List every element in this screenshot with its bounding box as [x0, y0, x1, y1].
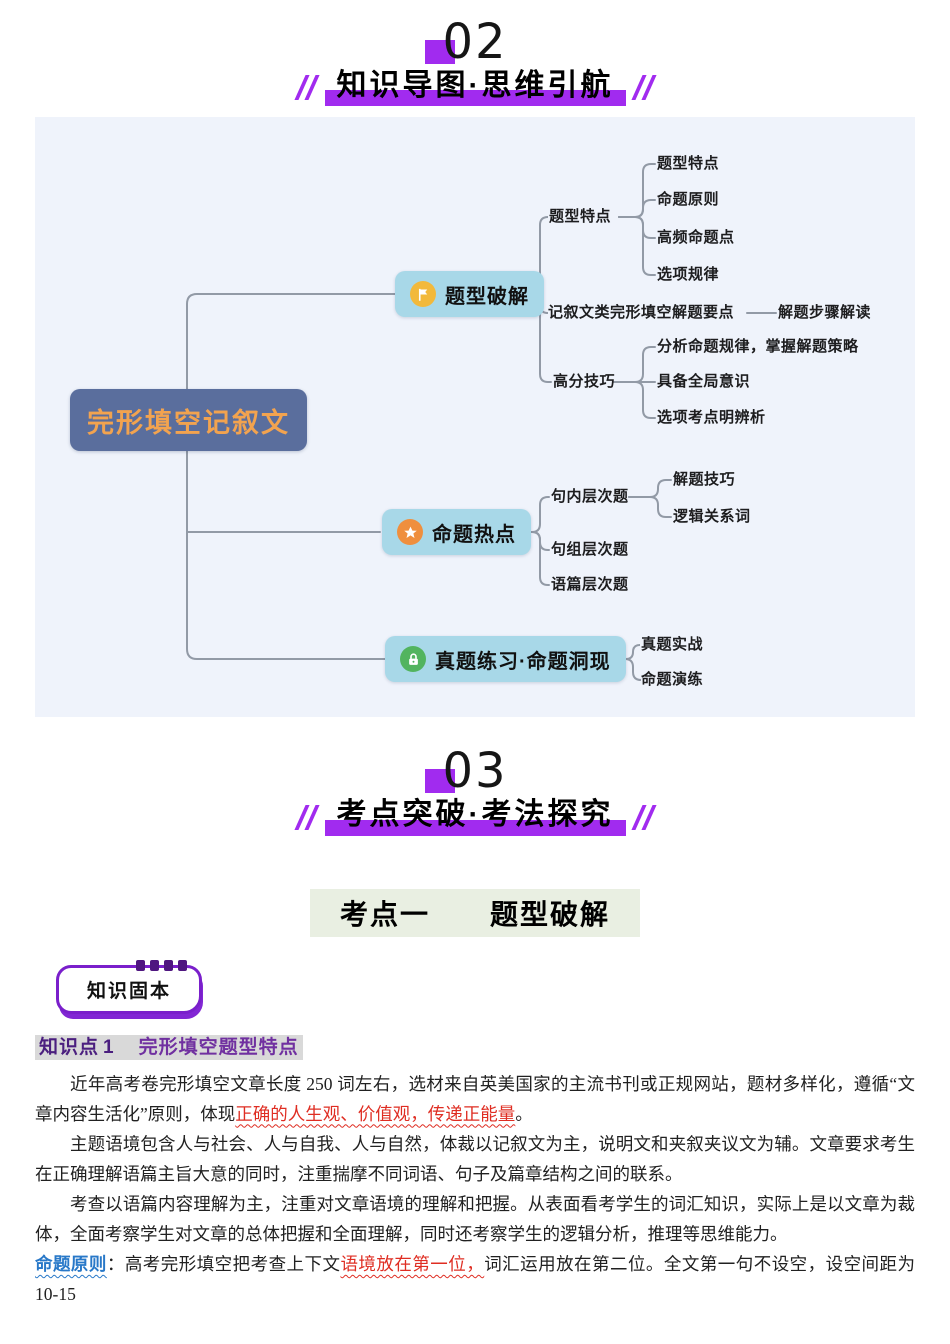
mindmap-node: 具备全局意识: [657, 373, 751, 391]
mindmap-branch-zhentilianxi: 真题练习·命题洞现: [385, 636, 626, 683]
mindmap-node: 真题实战: [641, 636, 704, 654]
knowledge-badge-wrap: 知识固本: [56, 959, 950, 1014]
text-run-normal: 。: [515, 1103, 533, 1124]
purple-underline-bar: [324, 819, 626, 836]
mindmap-node: 解题技巧: [673, 471, 736, 489]
text-run-normal: 主题语境包含人与社会、人与自我、人与自然，体裁以记叙文为主，说明文和夹叙夹议文为…: [35, 1133, 915, 1184]
mindmap-node: 命题演练: [641, 671, 704, 689]
mindmap-node: 题型特点: [657, 155, 720, 173]
mindmap-connector-lines: [186, 163, 777, 682]
mindmap-node: 语篇层次题: [551, 576, 629, 594]
star-icon: [397, 519, 423, 546]
article-body: 近年高考卷完形填空文章长度 250 词左右，选材来自英美国家的主流书刊或正规网站…: [35, 1069, 915, 1310]
mindmap-node: 解题步骤解读: [778, 304, 872, 322]
mindmap-node: 选项规律: [657, 266, 720, 284]
text-run-normal: 近年高考卷完形填空文章长度 250 词左右，选材来自英美国家的主流书刊或正规网站…: [35, 1073, 915, 1124]
branch-label: 命题热点: [432, 523, 516, 546]
mindmap-node: 高频命题点: [657, 229, 735, 247]
mindmap-node: 题型特点: [549, 208, 612, 226]
lock-icon: [400, 646, 426, 673]
knowledge-point-title: 完形填空题型特点: [138, 1036, 299, 1058]
exam-point-heading: 考点一 题型破解: [0, 888, 950, 937]
mindmap: 完形填空记叙文 题型破解 命题热点 真题练习·命题洞现 题型特点 题型特点 命题…: [35, 117, 915, 718]
paragraph: 命题原则：高考完形填空把考查上下文语境放在第一位，词汇运用放在第二位。全文第一句…: [35, 1249, 915, 1309]
paragraph: 考查以语篇内容理解为主，注重对文章语境的理解和把握。从表面看考学生的词汇知识，实…: [35, 1189, 915, 1249]
mindmap-node: 逻辑关系词: [673, 508, 751, 526]
mindmap-node: 分析命题规律，掌握解题策略: [657, 338, 859, 356]
flag-icon: [410, 281, 436, 308]
section-title: 考点突破·考法探究: [324, 798, 626, 836]
page: { "header02": {"number": "02", "title": …: [0, 16, 950, 1344]
knowledge-point-number: 1: [103, 1036, 115, 1058]
purple-underline-bar: [324, 90, 626, 107]
purple-square-decoration: [425, 39, 456, 64]
section-number-wrap: 03: [425, 743, 508, 800]
text-run-red: 正确的人生观、价值观，传递正能量: [235, 1103, 516, 1124]
branch-label: 真题练习·命题洞现: [435, 650, 611, 673]
text-run-blue: 命题原则: [35, 1254, 107, 1275]
section-header-03: 03 考点突破·考法探究: [0, 743, 950, 836]
section-title-row: 知识导图·思维引航: [293, 69, 657, 107]
section-title: 知识导图·思维引航: [324, 69, 626, 107]
mindmap-node: 记叙文类完形填空解题要点: [548, 304, 735, 322]
text-run-normal: 考查以语篇内容理解为主，注重对文章语境的理解和把握。从表面看考学生的词汇知识，实…: [35, 1193, 915, 1245]
mindmap-node: 选项考点明辨析: [657, 409, 766, 427]
section-number-wrap: 02: [425, 14, 508, 70]
text-run-normal: ：高考完形填空把考查上下文: [106, 1254, 341, 1275]
section-number: 02: [442, 14, 508, 70]
double-slash-icon: [630, 75, 657, 101]
mindmap-node: 句内层次题: [551, 488, 629, 506]
section-header-02: 02 知识导图·思维引航: [0, 14, 950, 107]
mindmap-branch-mingtiredian: 命题热点: [382, 509, 531, 556]
mindmap-node: 高分技巧: [553, 373, 616, 391]
knowledge-badge: 知识固本: [56, 959, 203, 1014]
mindmap-node: 句组层次题: [551, 541, 629, 559]
text-run-red: 语境放在第一位，: [340, 1254, 485, 1275]
mindmap-node: 命题原则: [657, 191, 720, 209]
section-title-row: 考点突破·考法探究: [293, 798, 657, 836]
exam-point-label: 考点一 题型破解: [309, 888, 640, 937]
mindmap-branch-tixingpojie: 题型破解: [395, 271, 544, 318]
text-run-normal: 词汇运用放在第二位。全文第一句不设空，设空间距为 10-15: [35, 1254, 915, 1305]
double-slash-icon: [630, 804, 657, 830]
badge-binding-dots-icon: [136, 959, 188, 971]
branch-label: 题型破解: [445, 285, 529, 308]
knowledge-point-prefix: 知识点: [39, 1036, 100, 1058]
purple-square-decoration: [425, 769, 456, 794]
paragraph: 近年高考卷完形填空文章长度 250 词左右，选材来自英美国家的主流书刊或正规网站…: [35, 1069, 915, 1129]
double-slash-icon: [293, 75, 320, 101]
mindmap-root-node: 完形填空记叙文: [70, 389, 307, 452]
double-slash-icon: [293, 804, 320, 830]
paragraph: 主题语境包含人与社会、人与自我、人与自然，体裁以记叙文为主，说明文和夹叙夹议文为…: [35, 1129, 915, 1189]
section-number: 03: [442, 743, 508, 800]
